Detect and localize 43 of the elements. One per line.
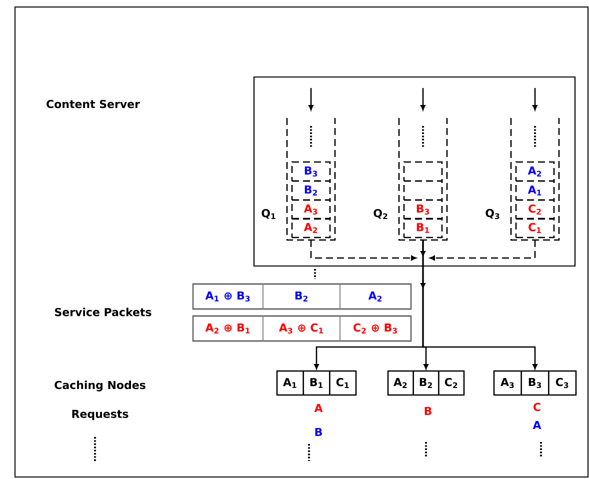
queue-slot: B$_{3}$ <box>403 199 443 220</box>
arrow <box>308 88 314 110</box>
arrow <box>430 240 536 260</box>
side-label: Content Server <box>46 100 140 108</box>
cell: C$_{2}$ ⊕ B$_{3}$ <box>340 316 412 342</box>
queue-slot: C$_{1}$ <box>515 218 555 238</box>
queue-slot: A$_{1}$ <box>515 180 555 201</box>
cell: A$_{1}$ ⊕ B$_{3}$ <box>192 284 264 310</box>
node-label: B <box>315 428 322 436</box>
queue-slot <box>403 161 443 182</box>
queue-slot: A$_{2}$ <box>291 218 331 238</box>
cell: B$_{2}$ <box>412 370 440 396</box>
cell: A$_{2}$ ⊕ B$_{1}$ <box>192 316 264 342</box>
cell: A$_{3}$ ⊕ C$_{1}$ <box>262 316 340 342</box>
side-label: Caching Nodes <box>54 380 146 392</box>
node-label: A <box>314 404 323 412</box>
node-label: A <box>532 420 542 429</box>
queue-slot: A$_{2}$ <box>515 161 555 182</box>
queue-slot: A$_{3}$ <box>291 199 331 220</box>
arrow <box>420 88 426 110</box>
cell: B$_{2}$ <box>262 284 340 310</box>
queue-slot: B$_{3}$ <box>291 161 331 182</box>
side-label: Service Packets <box>55 308 152 316</box>
arrow <box>422 240 538 370</box>
cell: C$_{2}$ <box>438 370 465 396</box>
cell: A$_{1}$ <box>276 370 304 396</box>
arrow <box>532 88 538 110</box>
side-label: Requests <box>72 410 128 420</box>
cell: C$_{3}$ <box>548 370 577 396</box>
cell: A$_{2}$ <box>387 370 414 396</box>
queue-slot: C$_{2}$ <box>515 199 555 220</box>
server-box <box>253 76 576 267</box>
cell: A$_{2}$ <box>340 284 412 310</box>
queue-slot: B$_{2}$ <box>291 180 331 201</box>
queue-slot: B$_{1}$ <box>403 218 443 238</box>
node-label: C <box>534 402 540 412</box>
queue-slot <box>403 180 443 201</box>
arrow <box>310 240 416 260</box>
cell: C$_{1}$ <box>329 370 357 396</box>
cell: B$_{3}$ <box>520 370 550 396</box>
node-label: B <box>424 406 432 415</box>
cell: A$_{3}$ <box>493 370 522 396</box>
cell: B$_{1}$ <box>302 370 330 396</box>
